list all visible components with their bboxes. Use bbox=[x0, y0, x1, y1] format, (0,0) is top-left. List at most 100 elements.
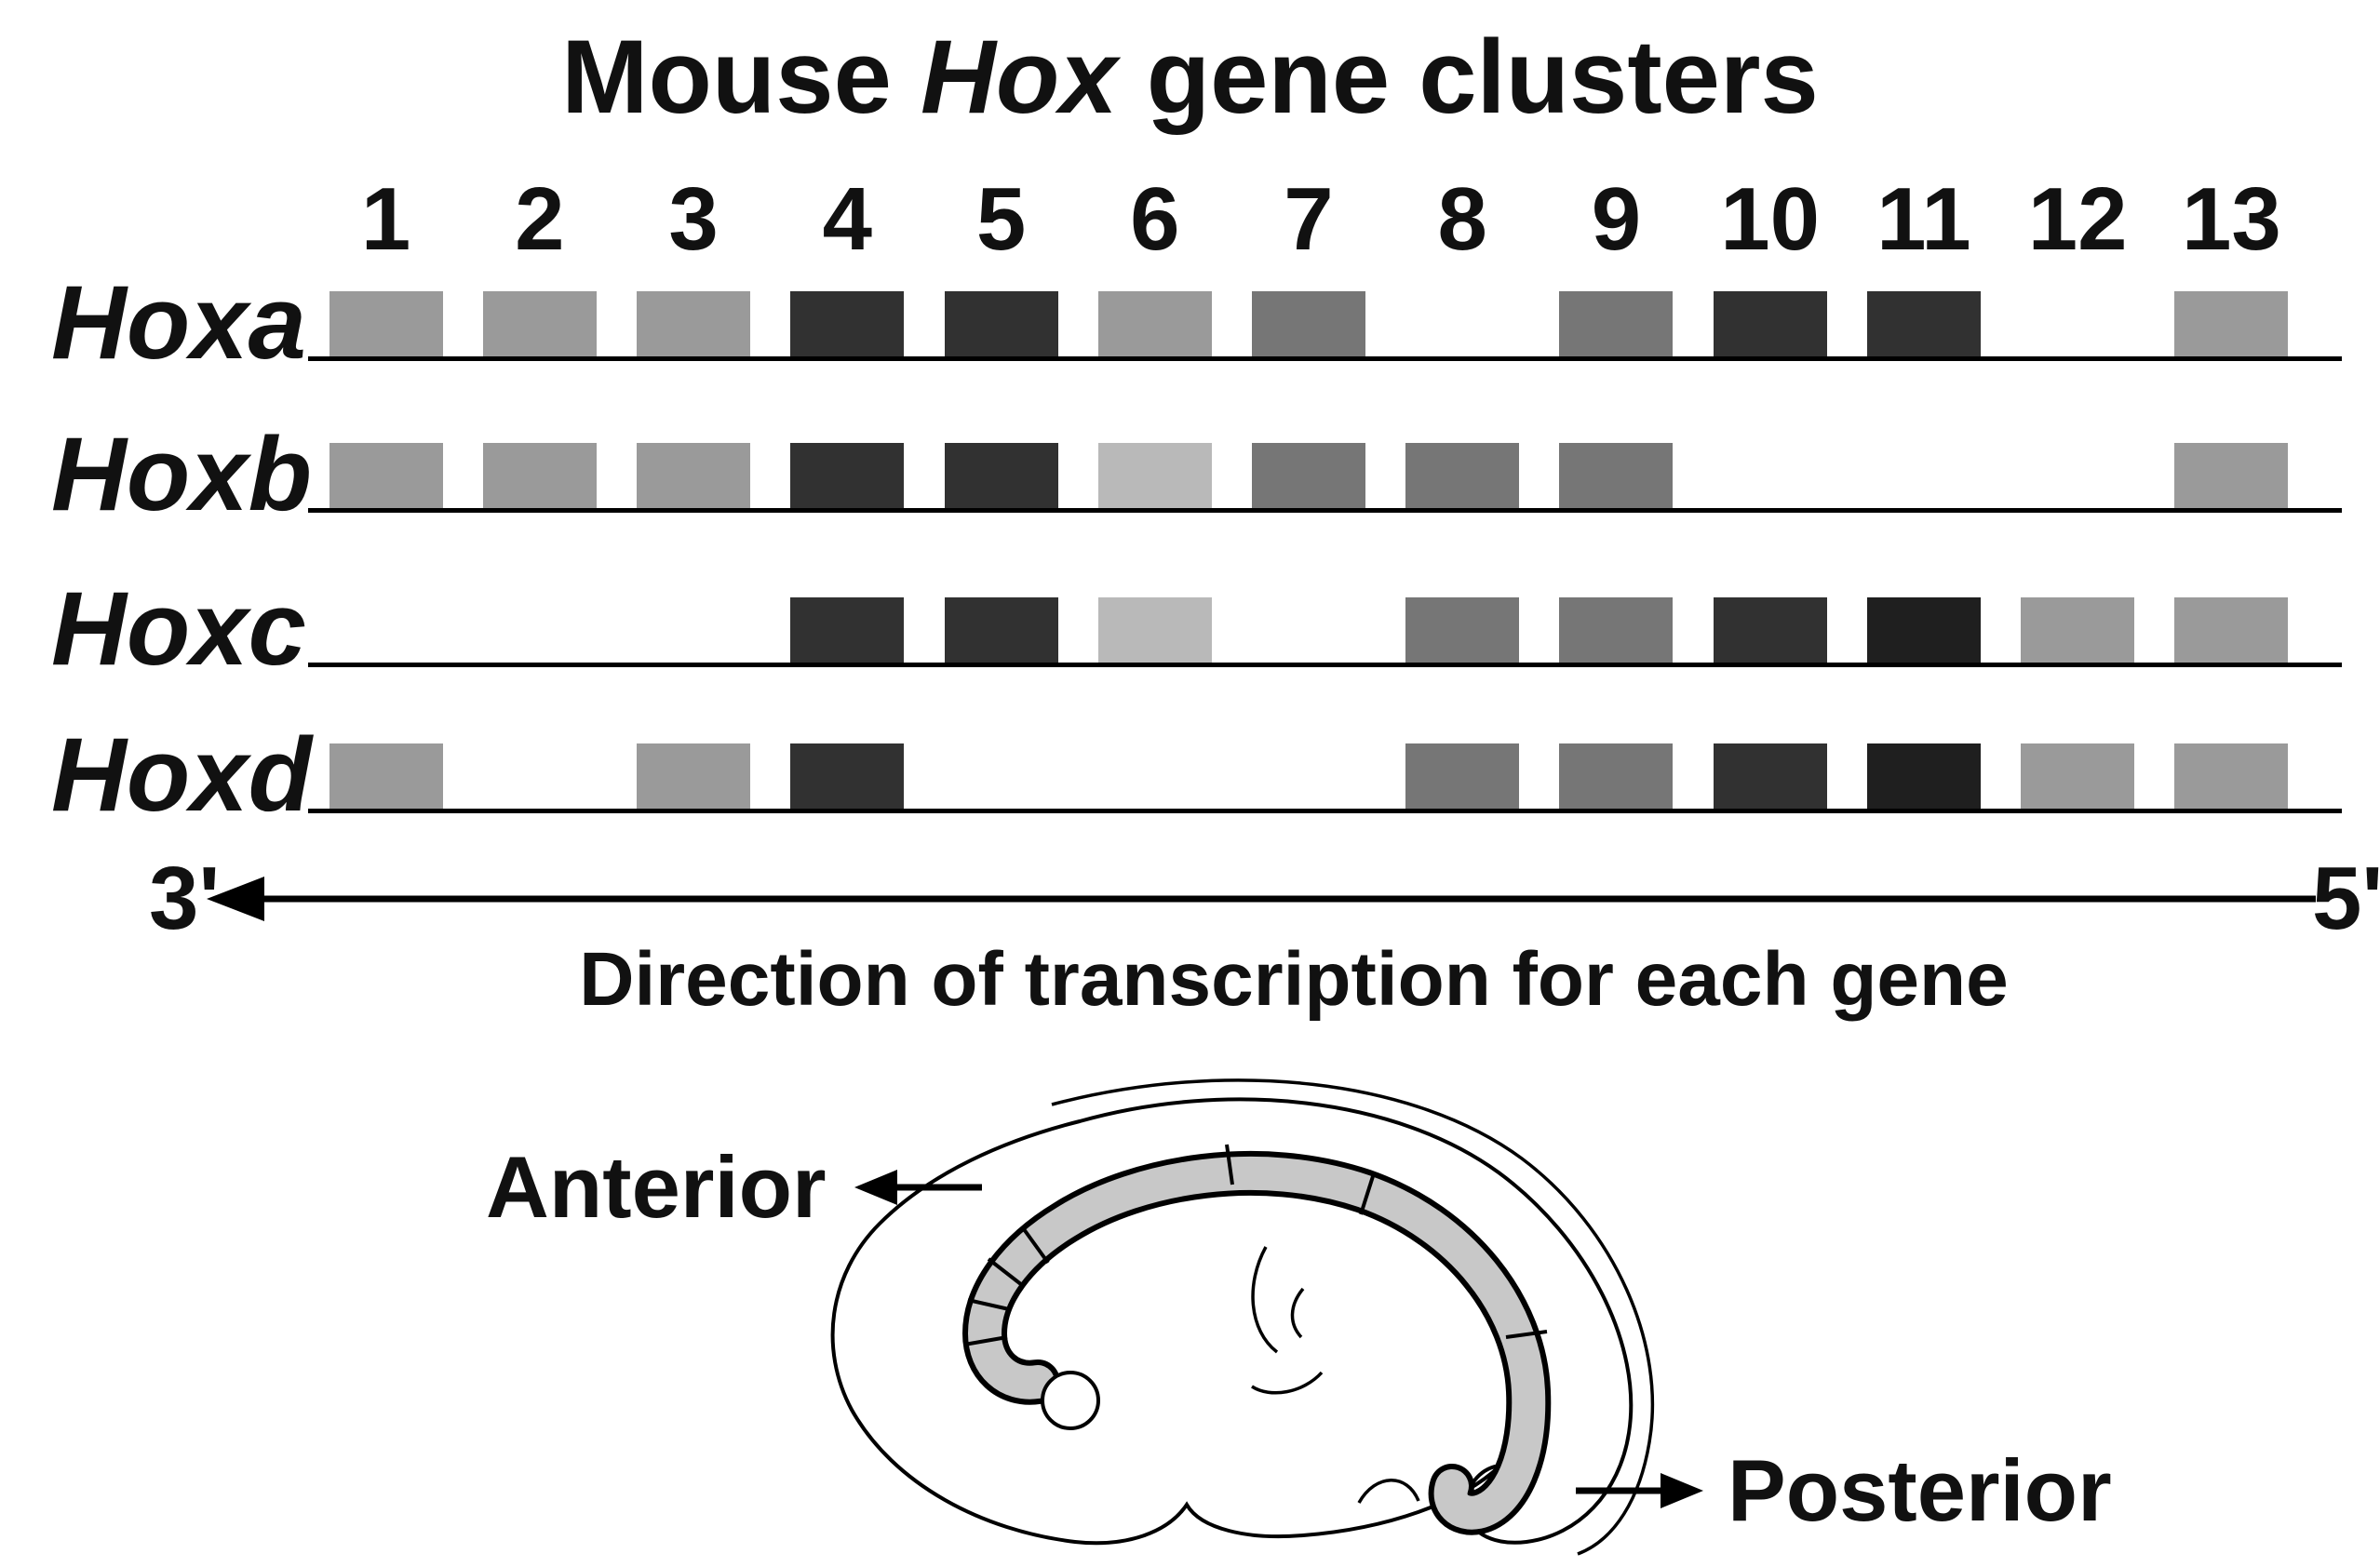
gene-slot-8 bbox=[1386, 443, 1540, 508]
gene-hoxc11 bbox=[1866, 597, 1981, 663]
cluster-row-hoxc: Hoxc bbox=[0, 577, 2380, 681]
gene-slot-11 bbox=[1847, 597, 2000, 663]
anterior-annotation: Anterior bbox=[486, 1137, 987, 1238]
gene-slot-7 bbox=[1231, 443, 1385, 508]
gene-slot-10 bbox=[1693, 743, 1847, 809]
segment-line bbox=[1225, 1144, 1234, 1185]
gene-hoxa1 bbox=[329, 291, 443, 356]
gene-hoxd13 bbox=[2174, 743, 2289, 809]
cluster-row-hoxd: Hoxd bbox=[0, 723, 2380, 827]
column-number-8: 8 bbox=[1437, 169, 1487, 269]
posterior-label: Posterior bbox=[1728, 1441, 2112, 1539]
gene-slot-10 bbox=[1693, 291, 1847, 356]
gene-slot-11 bbox=[1847, 443, 2000, 508]
chromosome-line-hoxc bbox=[308, 663, 2342, 667]
cluster-label-hoxa: Hoxa bbox=[51, 264, 306, 381]
otic-vesicle-circle bbox=[1041, 1371, 1100, 1430]
gene-hoxd11 bbox=[1866, 743, 1981, 809]
gene-slot-13 bbox=[2155, 743, 2308, 809]
gene-slot-2 bbox=[463, 291, 616, 356]
gene-slot-11 bbox=[1847, 291, 2000, 356]
column-number-11: 11 bbox=[1876, 169, 1971, 269]
column-number-12: 12 bbox=[2027, 169, 2128, 269]
gene-slot-12 bbox=[2001, 443, 2155, 508]
gene-slot-2 bbox=[463, 597, 616, 663]
segment-line bbox=[1359, 1172, 1376, 1215]
gene-hoxa4 bbox=[790, 291, 905, 356]
gene-hoxd3 bbox=[637, 743, 751, 809]
chromosome-line-hoxb bbox=[308, 508, 2342, 513]
gene-slot-6 bbox=[1078, 743, 1231, 809]
cluster-row-hoxb: Hoxb bbox=[0, 422, 2380, 527]
gene-slot-5 bbox=[924, 597, 1078, 663]
cluster-label-hoxd: Hoxd bbox=[51, 717, 312, 833]
title-prefix: Mouse bbox=[561, 19, 921, 135]
column-number-2: 2 bbox=[515, 169, 565, 269]
gene-hoxb4 bbox=[790, 443, 905, 508]
gene-slot-12 bbox=[2001, 291, 2155, 356]
gene-slot-1 bbox=[309, 597, 463, 663]
gene-hoxb7 bbox=[1251, 443, 1365, 508]
gene-hoxc10 bbox=[1713, 597, 1827, 663]
gene-hoxb2 bbox=[482, 443, 597, 508]
gene-hoxa7 bbox=[1251, 291, 1365, 356]
gene-hoxc12 bbox=[2021, 597, 2135, 663]
gene-slot-1 bbox=[309, 443, 463, 508]
gene-hoxb6 bbox=[1097, 443, 1212, 508]
title-suffix: gene clusters bbox=[1117, 19, 1819, 135]
gene-slot-8 bbox=[1386, 743, 1540, 809]
segment-line bbox=[987, 1257, 1024, 1287]
column-number-4: 4 bbox=[822, 169, 872, 269]
gene-slot-6 bbox=[1078, 291, 1231, 356]
gene-slot-6 bbox=[1078, 443, 1231, 508]
gene-hoxc8 bbox=[1405, 597, 1520, 663]
gene-slot-8 bbox=[1386, 291, 1540, 356]
gene-slot-11 bbox=[1847, 743, 2000, 809]
gene-slot-9 bbox=[1540, 291, 1693, 356]
gene-hoxd1 bbox=[329, 743, 443, 809]
column-number-7: 7 bbox=[1284, 169, 1334, 269]
gene-hoxc4 bbox=[790, 597, 905, 663]
gene-slot-3 bbox=[616, 443, 770, 508]
mouse-embryo-illustration bbox=[830, 1078, 1655, 1556]
column-number-1: 1 bbox=[360, 169, 411, 269]
gene-slot-7 bbox=[1231, 291, 1385, 356]
gene-slot-5 bbox=[924, 443, 1078, 508]
chromosome-line-hoxa bbox=[308, 356, 2342, 361]
column-number-10: 10 bbox=[1720, 169, 1821, 269]
gene-slot-1 bbox=[309, 743, 463, 809]
gene-slot-12 bbox=[2001, 743, 2155, 809]
segment-line bbox=[963, 1335, 1008, 1346]
gene-slot-2 bbox=[463, 743, 616, 809]
gene-hoxb13 bbox=[2174, 443, 2289, 508]
gene-slot-10 bbox=[1693, 597, 1847, 663]
posterior-arrow-icon bbox=[1576, 1473, 1703, 1508]
gene-hoxa11 bbox=[1866, 291, 1981, 356]
gene-hoxa3 bbox=[637, 291, 751, 356]
gene-slot-4 bbox=[771, 597, 924, 663]
segment-line bbox=[1505, 1330, 1548, 1339]
gene-hoxd4 bbox=[790, 743, 905, 809]
gene-hoxb1 bbox=[329, 443, 443, 508]
gene-grid-hoxc bbox=[309, 597, 2308, 663]
anterior-arrow-icon bbox=[854, 1170, 982, 1205]
gene-grid-hoxb bbox=[309, 443, 2308, 508]
gene-slot-9 bbox=[1540, 597, 1693, 663]
gene-slot-4 bbox=[771, 443, 924, 508]
gene-slot-4 bbox=[771, 291, 924, 356]
gene-slot-9 bbox=[1540, 443, 1693, 508]
column-number-3: 3 bbox=[668, 169, 719, 269]
title-italic-hox: Hox bbox=[921, 19, 1118, 135]
column-number-9: 9 bbox=[1591, 169, 1642, 269]
gene-slot-3 bbox=[616, 597, 770, 663]
cluster-label-hoxc: Hoxc bbox=[51, 570, 306, 687]
cluster-row-hoxa: Hoxa bbox=[0, 271, 2380, 375]
gene-slot-13 bbox=[2155, 291, 2308, 356]
gene-slot-5 bbox=[924, 743, 1078, 809]
gene-hoxc6 bbox=[1097, 597, 1212, 663]
transcription-direction-arrow bbox=[207, 877, 2316, 921]
gene-hoxd10 bbox=[1713, 743, 1827, 809]
gene-slot-4 bbox=[771, 743, 924, 809]
gene-hoxa10 bbox=[1713, 291, 1827, 356]
